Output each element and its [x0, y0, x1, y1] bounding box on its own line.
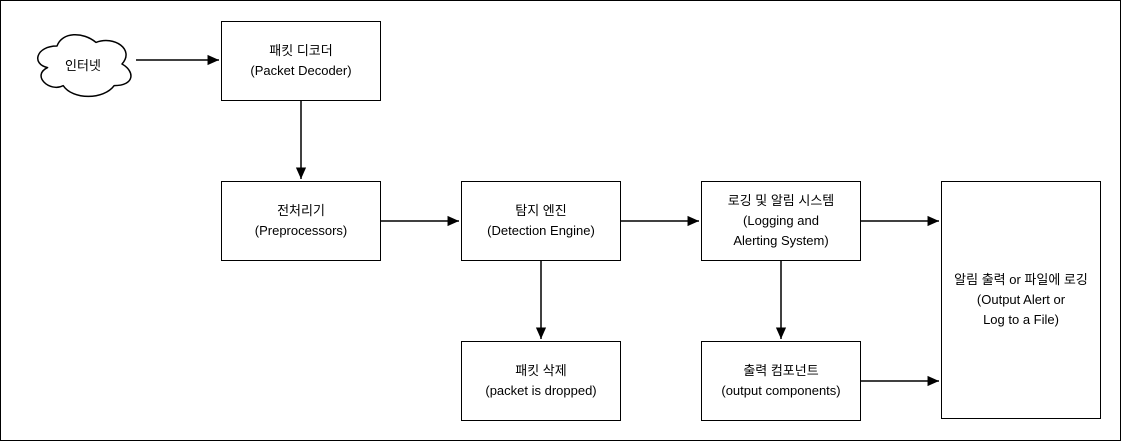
node-output-alert-label-en1: (Output Alert or — [976, 292, 1066, 307]
node-logging-alerting-label-ko: 로깅 및 알림 시스템 — [727, 193, 835, 208]
node-output-components: 출력 컴포넌트 (output components) — [701, 341, 861, 421]
node-output-alert-or-log: 알림 출력 or 파일에 로깅 (Output Alert or Log to … — [941, 181, 1101, 419]
node-packet-decoder-label-en: (Packet Decoder) — [250, 63, 352, 78]
node-logging-alerting-label-en1: (Logging and — [743, 213, 819, 228]
node-output-alert-label-ko: 알림 출력 or 파일에 로깅 — [954, 272, 1088, 287]
node-packet-decoder: 패킷 디코더 (Packet Decoder) — [221, 21, 381, 101]
node-detection-engine: 탐지 엔진 (Detection Engine) — [461, 181, 621, 261]
node-detection-engine-label-ko: 탐지 엔진 — [515, 203, 567, 218]
node-logging-alerting-label-en2: Alerting System) — [733, 233, 829, 248]
node-packet-dropped-label-en: (packet is dropped) — [485, 383, 597, 398]
internet-cloud-icon — [37, 34, 132, 98]
node-logging-alerting-system: 로깅 및 알림 시스템 (Logging and Alerting System… — [701, 181, 861, 261]
node-packet-dropped: 패킷 삭제 (packet is dropped) — [461, 341, 621, 421]
node-detection-engine-label-en: (Detection Engine) — [487, 223, 595, 238]
internet-cloud-label: 인터넷 — [65, 57, 101, 73]
node-output-components-label-en: (output components) — [721, 383, 841, 398]
node-preprocessors: 전처리기 (Preprocessors) — [221, 181, 381, 261]
node-packet-decoder-label-ko: 패킷 디코더 — [269, 43, 333, 58]
node-packet-dropped-label-ko: 패킷 삭제 — [515, 363, 567, 378]
node-output-alert-label-en2: Log to a File) — [983, 312, 1059, 327]
node-preprocessors-label-ko: 전처리기 — [277, 203, 325, 218]
node-output-components-label-ko: 출력 컴포넌트 — [743, 363, 819, 378]
node-preprocessors-label-en: (Preprocessors) — [254, 223, 348, 238]
